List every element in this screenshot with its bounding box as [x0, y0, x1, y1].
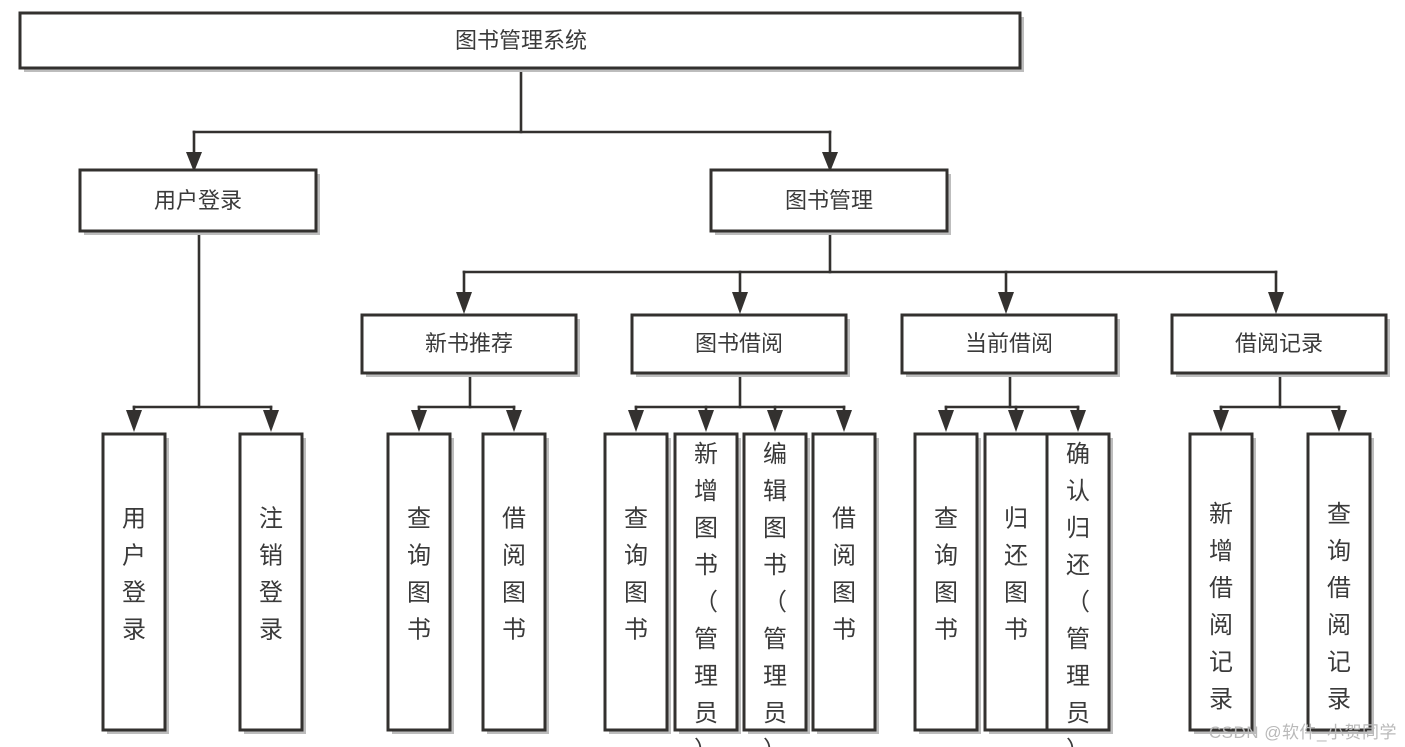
arrow-leaf-bookborrow-1: [628, 410, 644, 432]
leaf-new-book-1[interactable]: 查询图书: [386, 432, 454, 734]
leaf-user-login-1-box: [101, 432, 167, 732]
arrow-to-book-borrow: [732, 292, 748, 314]
leaf-current-borrow-1[interactable]: 查询图书: [913, 432, 981, 734]
node-borrow-record[interactable]: 借阅记录: [1170, 313, 1390, 377]
node-new-book-recommend-label: 新书推荐: [425, 331, 513, 356]
csdn-watermark: CSDN @软件_小贺同学: [1208, 723, 1397, 742]
node-book-borrow-label: 图书借阅: [695, 331, 783, 356]
leaf-book-borrow-1-box: [603, 432, 669, 732]
leaf-user-login-1-label: 用户登录: [122, 506, 146, 644]
leaf-book-borrow-4-label: 借阅图书: [832, 506, 856, 644]
node-book-borrow-box: [630, 313, 848, 375]
leaf-book-borrow-2-box: [673, 432, 739, 732]
arrow-to-book-manage: [822, 152, 838, 172]
node-user-login-label: 用户登录: [154, 188, 242, 213]
node-borrow-record-label: 借阅记录: [1235, 331, 1323, 356]
leaf-current-borrow-2-label: 归还图书: [1004, 506, 1028, 644]
leaf-current-borrow-3[interactable]: 确认归还（管理员）: [1045, 432, 1113, 747]
leaf-new-book-2-label: 借阅图书: [502, 506, 526, 644]
arrow-to-borrow-record: [1268, 292, 1284, 314]
leaf-user-login-1[interactable]: 用户登录: [101, 432, 169, 734]
arrow-leaf-newbook-2: [506, 410, 522, 432]
leaf-book-borrow-3[interactable]: 编辑图书（管理员）: [742, 432, 810, 747]
node-root[interactable]: 图书管理系统: [18, 11, 1024, 72]
arrow-leaf-borrowrecord-2: [1331, 410, 1347, 432]
arrow-leaf-user-login-1: [126, 410, 142, 432]
leaf-new-book-1-box: [386, 432, 452, 732]
node-book-manage-box: [709, 168, 949, 233]
node-borrow-record-box: [1170, 313, 1388, 375]
leaf-user-login-2-box: [238, 432, 304, 732]
node-current-borrow-label: 当前借阅: [965, 331, 1053, 356]
arrow-leaf-bookborrow-2: [698, 410, 714, 432]
leaf-book-borrow-3-label: 编辑图书（管理员）: [763, 441, 787, 747]
node-book-manage[interactable]: 图书管理: [709, 168, 951, 235]
leaf-book-borrow-1-label: 查询图书: [624, 506, 648, 644]
leaf-current-borrow-2-box: [983, 432, 1049, 732]
leaf-borrow-record-2[interactable]: 查询借阅记录: [1306, 432, 1374, 734]
arrow-leaf-bookborrow-3: [767, 410, 783, 432]
leaf-borrow-record-1[interactable]: 新增借阅记录: [1188, 432, 1256, 734]
node-current-borrow-box: [900, 313, 1118, 375]
node-user-login[interactable]: 用户登录: [78, 168, 320, 235]
arrow-leaf-currentborrow-3: [1070, 410, 1086, 432]
leaf-book-borrow-1[interactable]: 查询图书: [603, 432, 671, 734]
leaf-current-borrow-1-box: [913, 432, 979, 732]
leaf-borrow-record-1-box: [1188, 432, 1254, 732]
leaf-book-borrow-4-box: [811, 432, 877, 732]
arrow-leaf-newbook-1: [411, 410, 427, 432]
arrow-leaf-borrowrecord-1: [1213, 410, 1229, 432]
node-new-book-recommend-box: [360, 313, 578, 375]
node-new-book-recommend[interactable]: 新书推荐: [360, 313, 580, 377]
leaf-book-borrow-4[interactable]: 借阅图书: [811, 432, 879, 734]
node-root-label: 图书管理系统: [455, 28, 587, 53]
node-current-borrow[interactable]: 当前借阅: [900, 313, 1120, 377]
leaf-current-borrow-1-label: 查询图书: [934, 506, 958, 644]
leaf-user-login-2[interactable]: 注销登录: [238, 432, 306, 734]
arrow-to-current-borrow: [998, 292, 1014, 314]
node-user-login-box: [78, 168, 318, 233]
leaf-user-login-2-label: 注销登录: [259, 506, 283, 644]
leaf-book-borrow-2[interactable]: 新增图书（管理员）: [673, 432, 741, 747]
arrow-leaf-currentborrow-1: [938, 410, 954, 432]
leaf-book-borrow-3-box: [742, 432, 808, 732]
leaf-new-book-2[interactable]: 借阅图书: [481, 432, 549, 734]
leaf-new-book-2-box: [481, 432, 547, 732]
leaf-borrow-record-2-box: [1306, 432, 1372, 732]
arrow-to-new-book: [456, 292, 472, 314]
leaf-borrow-record-2-label: 查询借阅记录: [1327, 501, 1351, 713]
leaf-current-borrow-3-box: [1045, 432, 1111, 732]
leaf-borrow-record-1-label: 新增借阅记录: [1209, 501, 1233, 713]
leaf-new-book-1-label: 查询图书: [407, 506, 431, 644]
arrow-leaf-user-login-2: [263, 410, 279, 432]
leaf-current-borrow-2[interactable]: 归还图书: [983, 432, 1051, 734]
arrow-leaf-currentborrow-2: [1008, 410, 1024, 432]
leaf-current-borrow-3-label: 确认归还（管理员）: [1066, 441, 1090, 747]
node-root-box: [18, 11, 1022, 70]
arrow-to-user-login: [186, 152, 202, 172]
node-book-borrow[interactable]: 图书借阅: [630, 313, 850, 377]
arrow-leaf-bookborrow-4: [836, 410, 852, 432]
leaf-book-borrow-2-label: 新增图书（管理员）: [694, 441, 718, 747]
node-book-manage-label: 图书管理: [785, 188, 873, 213]
connector-layer: [126, 66, 1347, 432]
